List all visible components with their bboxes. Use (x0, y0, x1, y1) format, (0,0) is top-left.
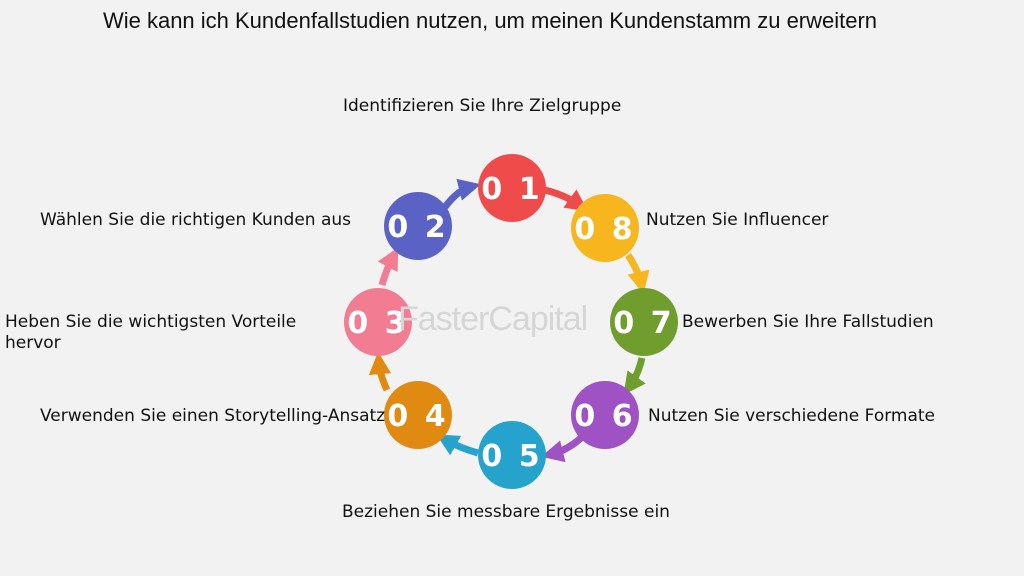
step-08-circle (571, 194, 639, 262)
step-05-label: Beziehen Sie messbare Ergebnisse ein (342, 502, 670, 522)
arrow-07-to-06 (623, 357, 646, 396)
diagram-title: Wie kann ich Kundenfallstudien nutzen, u… (102, 8, 878, 33)
arrow-08-to-07 (625, 253, 650, 294)
step-02-label: Wählen Sie die richtigen Kunden aus (40, 210, 352, 230)
arrow-02-to-01 (442, 178, 481, 210)
step-06-label: Nutzen Sie verschiedene Formate (648, 406, 936, 426)
step-05-number: 0 5 (481, 439, 542, 474)
step-05-node: 0 5 (478, 421, 546, 489)
arrow-06-to-05 (541, 434, 585, 463)
step-02-circle (384, 192, 452, 260)
step-07-circle (610, 288, 678, 356)
step-07-label: Bewerben Sie Ihre Fallstudien (682, 312, 934, 332)
arrow-04-to-03 (368, 351, 392, 392)
step-01-circle (478, 154, 546, 222)
step-03-circle (344, 288, 412, 356)
step-02-node: 0 2 (384, 192, 452, 260)
watermark-text: FasterCapital (398, 300, 588, 338)
step-04-node: 0 4 (384, 381, 452, 449)
step-04-circle (384, 381, 452, 449)
step-02-number: 0 2 (387, 210, 448, 245)
step-01-label: Identifizieren Sie Ihre Zielgruppe (343, 96, 622, 116)
step-03-node: 0 3 (344, 288, 412, 356)
step-06-node: 0 6 (571, 381, 639, 449)
step-06-circle (571, 381, 639, 449)
step-05-circle (478, 421, 546, 489)
step-03-number: 0 3 (347, 306, 408, 341)
arrow-05-to-04 (436, 434, 479, 457)
arrow-03-to-02 (377, 247, 399, 286)
step-04-number: 0 4 (387, 399, 448, 434)
arrow-01-to-08 (544, 186, 589, 212)
step-07-node: 0 7 (610, 288, 678, 356)
step-08-node: 0 8 (571, 194, 639, 262)
step-01-number: 0 1 (481, 172, 542, 207)
step-01-node: 0 1 (478, 154, 546, 222)
step-08-label: Nutzen Sie Influencer (646, 210, 829, 230)
step-08-number: 0 8 (574, 212, 635, 247)
step-03-label: Heben Sie die wichtigsten Vorteile hervo… (5, 312, 297, 353)
step-06-number: 0 6 (574, 399, 635, 434)
step-07-number: 0 7 (613, 306, 674, 341)
step-04-label: Verwenden Sie einen Storytelling-Ansatz (40, 406, 386, 426)
